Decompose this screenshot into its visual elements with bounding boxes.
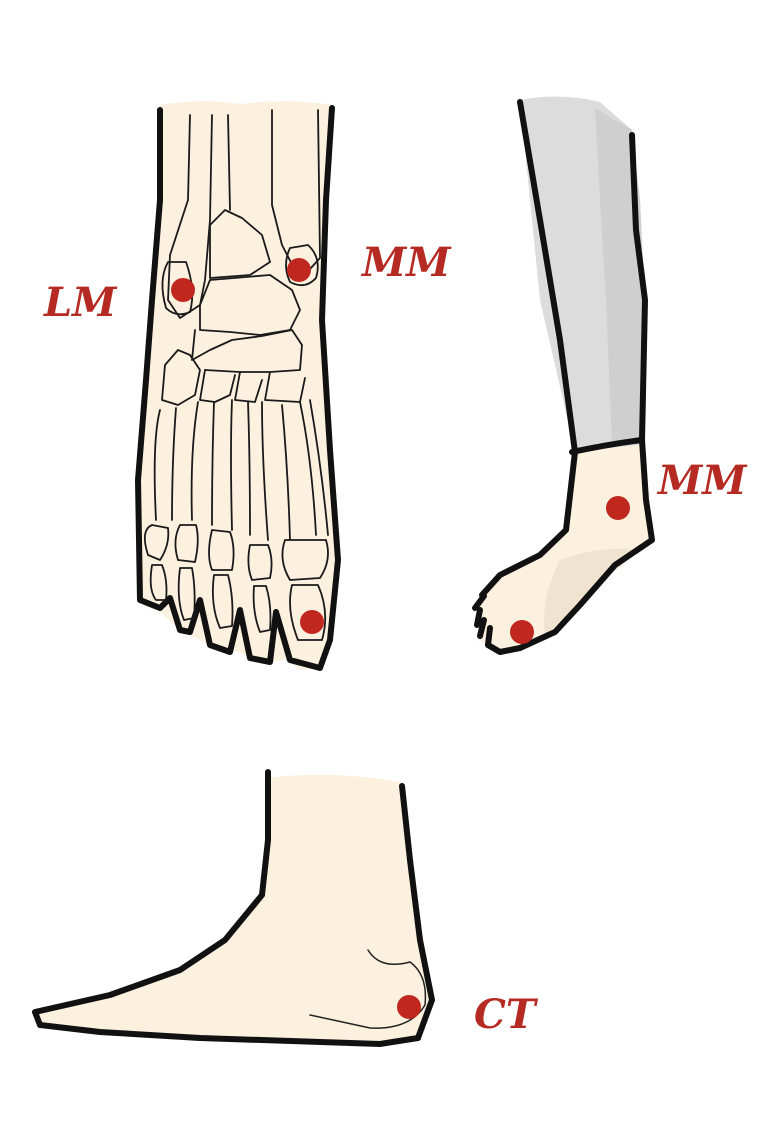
calcaneal-tuberosity-marker: [397, 995, 421, 1019]
talus-bone: [209, 209, 271, 279]
lateral-view-foot: [32, 769, 435, 1047]
heel-bone-line: [309, 949, 427, 1029]
label-ct: CT: [474, 991, 539, 1038]
side-foot-skin: [478, 445, 650, 650]
front-foot-skin: [140, 101, 338, 670]
big-toe-marker-side: [510, 620, 534, 644]
label-lm: LM: [43, 279, 118, 326]
lateral-malleolus-marker: [171, 278, 195, 302]
medial-malleolus-marker-side: [606, 496, 630, 520]
side-toes: [472, 593, 493, 648]
side-ankle-line: [569, 437, 645, 455]
front-foot-outline: [135, 105, 341, 671]
big-toe-marker-front: [300, 610, 324, 634]
medial-malleolus-marker-front: [287, 258, 311, 282]
label-mm-front: MM: [360, 239, 452, 286]
lateral-foot-outline-back: [399, 783, 435, 1041]
side-leg-outline-left: [479, 99, 578, 598]
side-view-foot: [472, 96, 655, 655]
front-view-foot: [135, 101, 341, 671]
label-mm-side: MM: [656, 457, 748, 504]
side-leg-outline-right: [485, 132, 655, 655]
lateral-foot-skin: [34, 774, 432, 1042]
lateral-foot-outline-front: [32, 769, 421, 1047]
